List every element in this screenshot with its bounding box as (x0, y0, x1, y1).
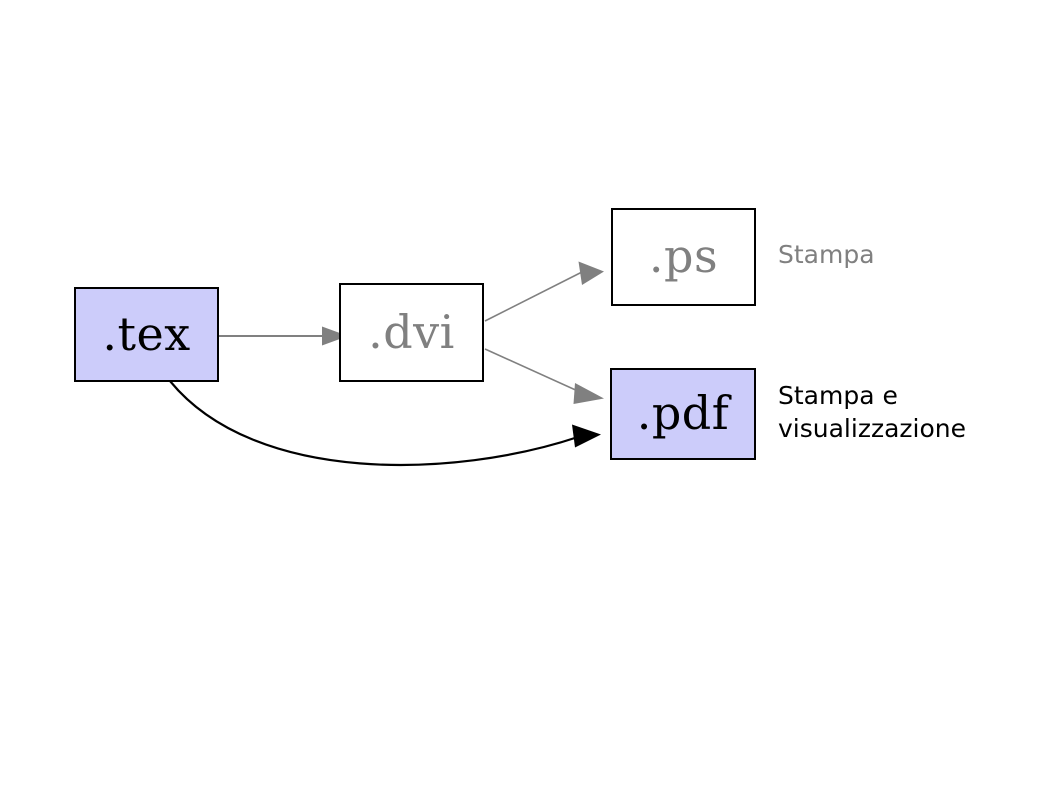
edge-dvi-to-pdf (484, 348, 604, 404)
caption-stampa: Stampa (778, 240, 875, 269)
node-pdf-label: .pdf (636, 386, 730, 440)
node-ps[interactable]: .ps (611, 208, 756, 306)
edge-tex-to-pdf (169, 380, 601, 467)
node-tex-label: .tex (102, 306, 191, 361)
node-dvi-label: .dvi (368, 304, 455, 359)
node-ps-label: .ps (648, 229, 719, 283)
node-dvi[interactable]: .dvi (339, 283, 484, 382)
caption-stampa-e-visualizzazione: Stampa e visualizzazione (778, 381, 966, 443)
edge-dvi-to-ps (484, 261, 604, 322)
edge-tex-to-dvi (219, 326, 348, 346)
node-pdf[interactable]: .pdf (610, 368, 756, 460)
node-tex[interactable]: .tex (74, 287, 219, 382)
